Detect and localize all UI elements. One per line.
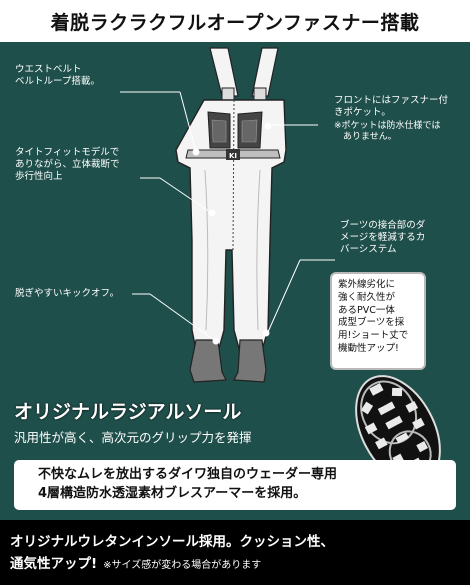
wader-body	[175, 99, 287, 353]
right-leg-seam	[256, 169, 261, 331]
callout-tight-fit: タイトフィットモデルで ありながら、立体裁断で 歩行性向上	[15, 147, 120, 182]
feature-line-2: 4層構造防水透湿素材ブレスアーマーを採用。	[38, 486, 307, 501]
sole-subtitle: 汎用性が高く、高次元のグリップ力を発揮	[14, 430, 252, 445]
callout-dot-waist	[192, 148, 200, 156]
callout-front-pocket: フロントにはファスナー付 きポケット。	[334, 95, 449, 118]
right-suspender-strap	[251, 47, 279, 97]
insole-banner: オリジナルウレタンインソール採用。クッション性、 通気性アップ! ※サイズ感が変わ…	[0, 520, 470, 585]
title-banner: 着脱ラクラクフルオープンファスナー搭載	[0, 0, 470, 42]
brand-logo: KI	[229, 152, 237, 160]
insole-line-1: オリジナルウレタンインソール採用。クッション性、	[10, 534, 334, 550]
pocket-zip-left	[211, 119, 227, 143]
callout-pocket-note: ※ポケットは防水仕様では ありません。	[334, 121, 441, 143]
pvc-boots-info-box: 紫外線劣化に 強く耐久性が あるPVC一体 成型ブーツを採 用!ショート丈で 機…	[330, 272, 426, 370]
left-leg-seam	[204, 169, 209, 331]
callout-kick-off: 脱ぎやすいキックオフ。	[15, 288, 120, 299]
right-boot	[233, 339, 267, 383]
callout-dot-boots	[262, 329, 270, 337]
feature-line-1: 不快なムレを放出するダイワ独自のウェーダー専用	[38, 467, 338, 483]
insole-line-2: 通気性アップ! ※サイズ感が変わる場合があります	[10, 552, 261, 572]
callout-waist-belt: ウエストベルト ベルトループ搭載。	[15, 64, 100, 87]
left-boot	[189, 339, 227, 383]
front-zipper	[232, 99, 235, 251]
callout-dot-fit	[208, 209, 216, 217]
page-title: 着脱ラクラクフルオープンファスナー搭載	[50, 11, 420, 34]
insole-line-2-text: 通気性アップ!	[10, 556, 98, 572]
pocket-zip-right	[241, 119, 258, 143]
callout-dot-pocket	[264, 122, 272, 130]
left-suspender-strap	[209, 47, 239, 97]
callout-dot-kick	[212, 337, 220, 345]
breathable-material-box: 不快なムレを放出するダイワ独自のウェーダー専用 4層構造防水透湿素材ブレスアーマ…	[14, 460, 456, 510]
callout-boots-joint: ブーツの接合部のダ メージを軽減するカ バーシステム	[340, 220, 426, 255]
insole-note: ※サイズ感が変わる場合があります	[103, 560, 262, 571]
belt-buckle	[226, 149, 240, 160]
sole-title: オリジナルラジアルソール	[14, 401, 242, 423]
